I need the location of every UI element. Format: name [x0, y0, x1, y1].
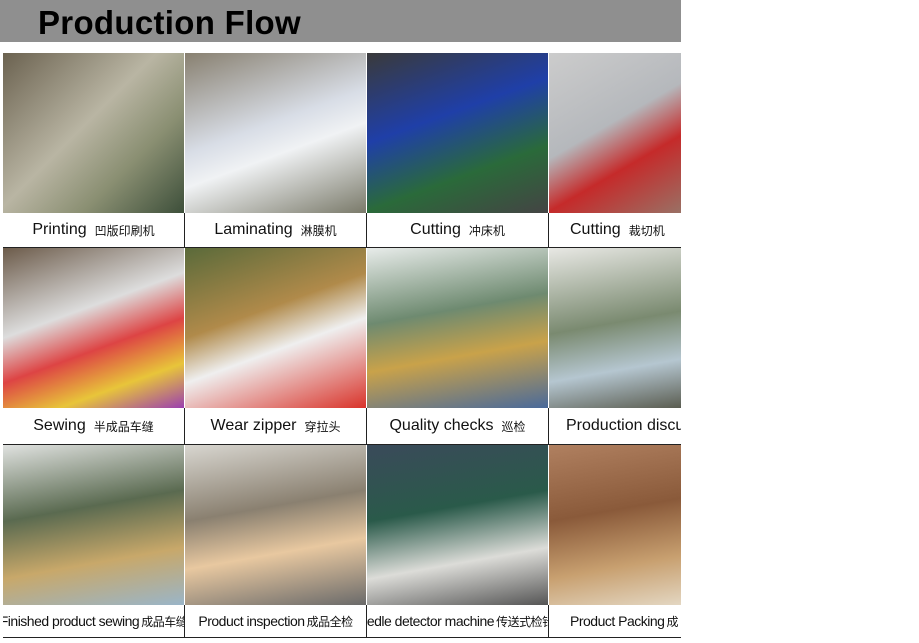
step-label-cn: 巡检	[501, 419, 526, 434]
step-caption: Needle detector machine传送式检针机	[367, 605, 549, 638]
step-photo	[185, 53, 367, 213]
step-label-en: Finished product sewing	[3, 613, 140, 629]
step-photo	[549, 53, 681, 213]
step-caption: Sewing 半成品车缝	[3, 408, 185, 445]
step-caption: Cutting 裁切机	[549, 213, 681, 248]
step-photo	[549, 248, 681, 408]
step-label-en: Product inspection	[198, 613, 305, 629]
step-label-cn: 传送式检针机	[496, 614, 548, 629]
step-label-en: Quality checks	[389, 417, 494, 434]
step-photo	[3, 248, 185, 408]
step-caption: Wear zipper 穿拉头	[185, 408, 367, 445]
step-label-en: Cutting	[410, 221, 461, 238]
step-label-en: Cutting	[570, 221, 621, 238]
step-photo	[367, 248, 549, 408]
step-label-cn: 裁切机	[628, 223, 665, 238]
step-label-cn: 冲床机	[468, 223, 505, 238]
step-label-en: Laminating	[214, 221, 293, 238]
step-caption: Quality checks 巡检	[367, 408, 549, 445]
step-label-cn: 成品全检	[306, 614, 354, 629]
step-photo	[185, 445, 367, 605]
step-caption: Cutting 冲床机	[367, 213, 549, 248]
step-photo	[367, 445, 549, 605]
step-photo	[367, 53, 549, 213]
step-label-en: Printing	[32, 221, 87, 238]
step-label-cn: 穿拉头	[304, 419, 341, 434]
step-photo	[3, 53, 185, 213]
step-label-cn: 凹版印刷机	[94, 223, 155, 238]
step-label-en: Production discuss	[566, 417, 681, 434]
step-label-en: Wear zipper	[210, 417, 297, 434]
step-label-cn: 成	[666, 614, 678, 629]
page-title: Production Flow	[38, 4, 301, 41]
step-label-cn: 成品车缝	[141, 614, 185, 629]
page-header: Production Flow	[0, 0, 681, 42]
step-photo	[3, 445, 185, 605]
step-label-en: Product Packing	[570, 613, 665, 629]
step-label-cn: 半成品车缝	[93, 419, 154, 434]
step-caption: Production discuss	[549, 408, 681, 445]
step-label-cn: 淋膜机	[300, 223, 337, 238]
step-caption: Printing 凹版印刷机	[3, 213, 185, 248]
step-label-en: Needle detector machine	[367, 613, 495, 629]
step-photo	[549, 445, 681, 605]
step-photo	[185, 248, 367, 408]
step-caption: Laminating 淋膜机	[185, 213, 367, 248]
step-label-en: Sewing	[33, 417, 86, 434]
